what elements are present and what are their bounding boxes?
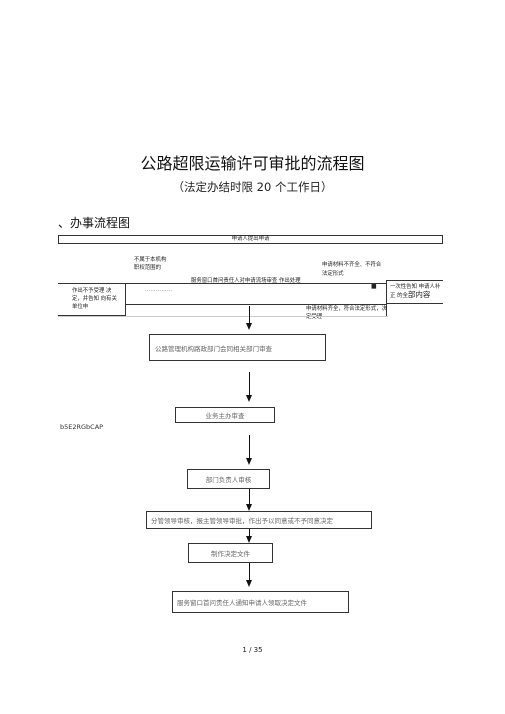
flow-box-step4-label: 分管领导审核，报主管领导审批，作出予以同意或不予同意决定 [151, 517, 333, 525]
document-title: 公路超限运输许可审批的流程图 [140, 154, 365, 173]
dashed-line: …………… [145, 287, 173, 293]
section-heading: 、办事流程图 [58, 216, 131, 230]
flow-box-reject-label: 作出不予受理 决定，并告知 向有关单位申 [72, 288, 117, 310]
flow-box-supplement-label: 一次性告知 申请人补正 的全 [390, 284, 441, 299]
arrow-line-1 [249, 306, 250, 324]
arrow-head-1 [246, 323, 252, 330]
flow-box-step5: 制作决定文件 [188, 543, 273, 563]
horizontal-divider [126, 283, 386, 284]
horizontal-divider-bottom [58, 316, 388, 317]
horizontal-divider-lower [126, 304, 386, 305]
flow-box-apply: 申请人提出申请 [58, 235, 443, 244]
note-complete: 申请材料齐全，符合法定形式，决定受理 [306, 306, 387, 320]
arrow-line-5 [249, 529, 250, 537]
page-number: 1 / 35 [242, 646, 263, 654]
arrow-line-6 [249, 563, 250, 581]
marker-square: ■ [371, 283, 377, 290]
arrow-head-4 [246, 504, 252, 511]
arrow-line-4 [249, 489, 250, 504]
flow-box-step6-label: 服务窗口首问责任人通知申请人领取决定文件 [177, 599, 307, 607]
arrow-line-3 [249, 435, 250, 459]
document-code: b5E2RGbCAP [60, 423, 104, 431]
arrow-head-5 [246, 536, 252, 543]
flow-box-supplement: 一次性告知 申请人补正 的全部内容 [386, 280, 443, 304]
flow-box-step2: 业务主办审查 [175, 407, 275, 423]
arrow-head-2 [246, 395, 252, 402]
flow-box-step3-label: 部门负责人审核 [205, 476, 252, 484]
flow-box-step1-label: 公路管理机构路政部门会同相关部门审查 [155, 344, 272, 353]
arrow-head-6 [246, 580, 252, 587]
flow-box-apply-label: 申请人提出申请 [231, 236, 270, 242]
note-window-review: 服务窗口首问责任人对申请流场审查 作出处理 [191, 278, 301, 284]
arrow-head-3 [246, 458, 252, 465]
flow-box-reject: 作出不予受理 决定，并告知 向有关单位申 [58, 283, 126, 316]
flow-box-step3: 部门负责人审核 [187, 469, 270, 489]
flow-box-supplement-emph: 部内容 [407, 290, 431, 299]
arrow-line-2 [249, 372, 250, 396]
note-incomplete: 申请材料不齐全、不符合法定形式 [322, 262, 382, 277]
document-subtitle: （法定办结时限 20 个工作日） [172, 180, 333, 194]
vertical-line-right [386, 304, 387, 316]
note-not-in-scope: 不属于本机构职权范围的 [134, 257, 167, 271]
flow-box-step6: 服务窗口首问责任人通知申请人领取决定文件 [172, 591, 349, 613]
flow-box-step5-label: 制作决定文件 [211, 550, 250, 558]
flow-box-step1: 公路管理机构路政部门会同相关部门审查 [149, 334, 326, 361]
flow-box-step2-label: 业务主办审查 [205, 412, 245, 420]
flow-box-step4: 分管领导审核，报主管领导审批，作出予以同意或不予同意决定 [146, 511, 372, 529]
